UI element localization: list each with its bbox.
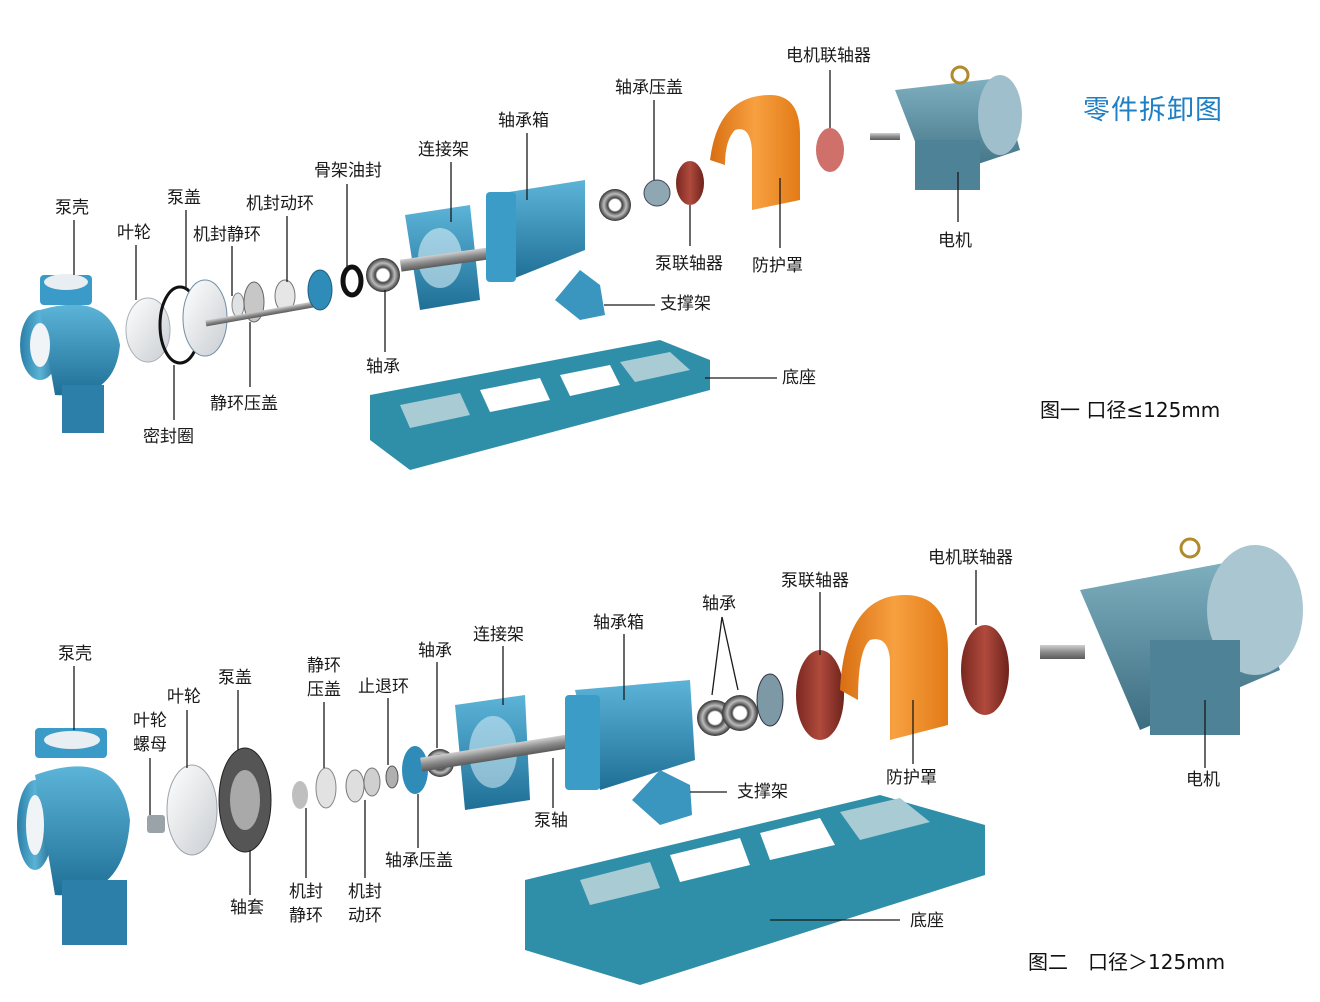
fig2-label-pump-casing: 泵壳	[58, 644, 92, 664]
fig2-motor	[1040, 537, 1303, 735]
fig2-label-shaft-sleeve: 轴套	[230, 898, 264, 918]
fig2-label-motor-coupling: 电机联轴器	[928, 548, 1013, 568]
fig1-pump-coupling	[676, 161, 704, 205]
fig2-pump-casing	[17, 728, 130, 945]
fig1-label-bearing: 轴承	[366, 357, 400, 377]
fig2-impeller	[166, 764, 218, 856]
fig2-label-support-bracket: 支撑架	[737, 782, 788, 802]
fig1-guard	[710, 95, 800, 210]
fig2-label-base: 底座	[910, 911, 944, 931]
fig1-label-motor-coupling: 电机联轴器	[786, 46, 871, 66]
fig2-label-connecting-frame: 连接架	[473, 625, 524, 645]
fig1-bearing	[366, 258, 400, 292]
fig1-bearing-2	[599, 189, 631, 221]
fig2-label-motor: 电机	[1186, 770, 1220, 790]
fig2-bearing-cover	[756, 673, 784, 727]
fig1-seal-disc	[307, 269, 333, 311]
fig1-motor	[870, 65, 1022, 190]
fig2-label-mech-seal-static-ring: 机封静环	[289, 882, 323, 926]
fig2-retaining-ring	[385, 765, 399, 789]
fig1-label-impeller: 叶轮	[117, 223, 151, 243]
fig1-label-connecting-frame: 连接架	[418, 140, 469, 160]
figure2-leader-lines	[73, 570, 1206, 921]
fig2-pump-coupling	[796, 650, 844, 740]
fig2-label-impeller-nut: 叶轮螺母	[133, 711, 167, 755]
figure1-leader-lines	[73, 70, 959, 420]
fig1-base	[370, 340, 710, 470]
fig1-label-static-ring-gland: 静环压盖	[210, 394, 278, 414]
fig2-label-pump-cover: 泵盖	[218, 668, 252, 688]
fig2-bearing-box	[565, 680, 695, 790]
diagram-title: 零件拆卸图	[1083, 95, 1223, 126]
fig1-label-pump-coupling: 泵联轴器	[655, 254, 723, 274]
fig2-base	[525, 795, 985, 985]
figure2-parts	[17, 537, 1303, 985]
fig2-shaft-sleeve	[292, 781, 308, 809]
fig1-label-pump-casing: 泵壳	[55, 198, 89, 218]
fig1-pump-casing	[20, 274, 120, 433]
fig1-bearing-box	[486, 180, 585, 282]
fig1-label-guard: 防护罩	[752, 256, 803, 276]
fig2-bearing-2	[722, 695, 758, 731]
fig1-oil-seal	[340, 264, 364, 298]
fig2-label-mech-seal-rotating-ring: 机封动环	[348, 882, 382, 926]
fig2-impeller-nut	[147, 815, 165, 833]
fig1-label-seal-ring: 密封圈	[143, 427, 194, 447]
fig1-label-base: 底座	[782, 368, 816, 388]
fig1-label-mech-seal-rotating-ring: 机封动环	[246, 194, 314, 214]
fig1-label-mech-seal-static-ring: 机封静环	[193, 225, 261, 245]
figure1-parts	[20, 65, 1022, 470]
fig1-label-pump-cover: 泵盖	[167, 188, 201, 208]
fig2-static-ring-gland	[315, 767, 337, 809]
fig2-label-retaining-ring: 止退环	[358, 677, 409, 697]
fig2-support-bracket	[632, 770, 692, 825]
fig2-label-impeller: 叶轮	[167, 687, 201, 707]
fig2-label-bearings: 轴承	[702, 594, 736, 614]
fig1-label-bearing-box: 轴承箱	[498, 111, 549, 131]
fig1-label-support-bracket: 支撑架	[660, 294, 711, 314]
fig2-seal-rotating	[363, 767, 381, 797]
fig2-label-pump-coupling: 泵联轴器	[781, 571, 849, 591]
fig1-motor-coupling	[816, 128, 844, 172]
fig1-impeller	[125, 297, 171, 363]
fig2-label-static-ring-gland: 静环压盖	[307, 656, 341, 700]
fig2-label-bearing-gland: 轴承压盖	[385, 851, 453, 871]
fig2-label-bearing-small: 轴承	[418, 641, 452, 661]
fig1-static-ring	[231, 292, 245, 318]
fig1-label-motor: 电机	[938, 231, 972, 251]
fig1-shaft	[205, 299, 325, 327]
fig2-motor-coupling	[961, 625, 1009, 715]
fig1-label-skeleton-oil-seal: 骨架油封	[314, 161, 382, 181]
fig1-support-bracket	[555, 270, 605, 320]
fig2-seal-static	[345, 769, 365, 803]
fig1-label-bearing-gland: 轴承压盖	[615, 78, 683, 98]
fig2-guard	[840, 595, 948, 740]
fig2-label-bearing-box: 轴承箱	[593, 613, 644, 633]
fig2-label-guard: 防护罩	[886, 768, 937, 788]
fig1-bearing-gland	[643, 179, 671, 207]
figure2-caption: 图二 口径＞125mm	[1028, 950, 1226, 974]
fig2-label-pump-shaft: 泵轴	[534, 811, 568, 831]
figure1-caption: 图一 口径≤125mm	[1040, 398, 1221, 422]
